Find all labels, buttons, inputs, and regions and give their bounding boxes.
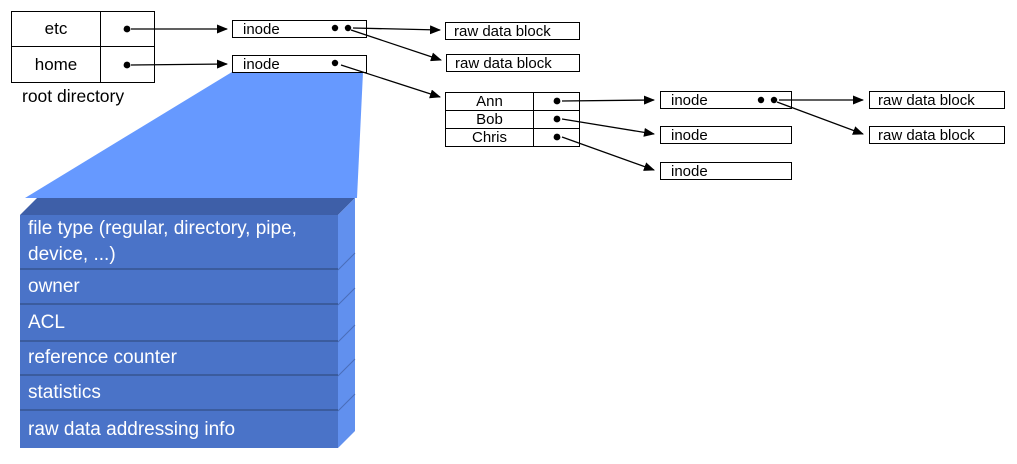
inode-detail-front-face: file type (regular, directory, pipe, dev… <box>20 215 338 448</box>
inode-box-chris: inode <box>660 162 792 180</box>
raw-data-block-2: raw data block <box>446 54 580 72</box>
inode-field-text: ACL <box>28 311 65 333</box>
dir-entry-pointer-cell-home <box>101 47 154 82</box>
inode-field-reference-counter: reference counter <box>20 342 338 376</box>
side-divider-line <box>337 287 356 306</box>
inode-box-etc: inode <box>232 20 367 38</box>
raw-data-block-label: raw data block <box>878 126 975 144</box>
inode-detail-side-divider-lines <box>337 252 356 412</box>
inode-field-text: reference counter <box>28 347 177 368</box>
root-directory-label: root directory <box>22 86 125 106</box>
dir-entry-name-bob: Bob <box>446 111 534 128</box>
inode-field-file-type: file type (regular, directory, pipe, dev… <box>20 215 338 270</box>
inode-field-text: owner <box>28 275 80 297</box>
dir-entry-pointer-cell-bob <box>534 111 579 128</box>
inode-box-label: inode <box>243 20 280 38</box>
dir-entry-pointer-cell-etc <box>101 12 154 47</box>
inode-detail-side-face <box>338 198 355 448</box>
inode-field-text: statistics <box>28 381 101 403</box>
raw-data-block-3: raw data block <box>869 91 1005 109</box>
dir-entry-name-home: home <box>12 47 101 82</box>
inode-field-text: raw data addressing info <box>28 418 236 440</box>
home-directory-table: Ann Bob Chris <box>445 92 580 147</box>
inode-field-text: file type (regular, directory, pipe, dev… <box>28 218 297 265</box>
side-divider-line <box>337 393 356 412</box>
inode-box-home: inode <box>232 55 367 73</box>
raw-data-block-4: raw data block <box>869 126 1005 144</box>
inode-box-bob: inode <box>660 126 792 144</box>
inode-field-owner: owner <box>20 270 338 305</box>
inode-box-label: inode <box>671 91 708 109</box>
dir-entry-name-chris: Chris <box>446 129 534 146</box>
raw-data-block-1: raw data block <box>445 22 580 40</box>
dir-entry-name-etc: etc <box>12 12 101 47</box>
raw-data-block-label: raw data block <box>878 91 975 109</box>
side-divider-line <box>337 252 356 271</box>
side-divider-line <box>337 358 356 377</box>
inode-field-raw-data-addressing: raw data addressing info <box>20 411 338 448</box>
table-row-chris: Chris <box>446 129 579 146</box>
inode-box-ann: inode <box>660 91 792 109</box>
zoom-funnel-highlight <box>25 72 363 198</box>
dir-entry-pointer-cell-ann <box>534 93 579 110</box>
inode-field-statistics: statistics <box>20 376 338 411</box>
table-row-bob: Bob <box>446 111 579 129</box>
dir-entry-pointer-cell-chris <box>534 129 579 146</box>
inode-box-label: inode <box>243 55 280 73</box>
root-directory-table: etc home <box>11 11 155 83</box>
inode-box-label: inode <box>671 126 708 144</box>
inode-field-acl: ACL <box>20 305 338 342</box>
raw-data-block-label: raw data block <box>454 22 551 40</box>
inode-box-label: inode <box>671 162 708 180</box>
side-divider-line <box>337 324 356 343</box>
table-row-ann: Ann <box>446 93 579 111</box>
raw-data-block-label: raw data block <box>455 54 552 72</box>
inode-detail-top-face <box>20 198 355 215</box>
dir-entry-name-ann: Ann <box>446 93 534 110</box>
